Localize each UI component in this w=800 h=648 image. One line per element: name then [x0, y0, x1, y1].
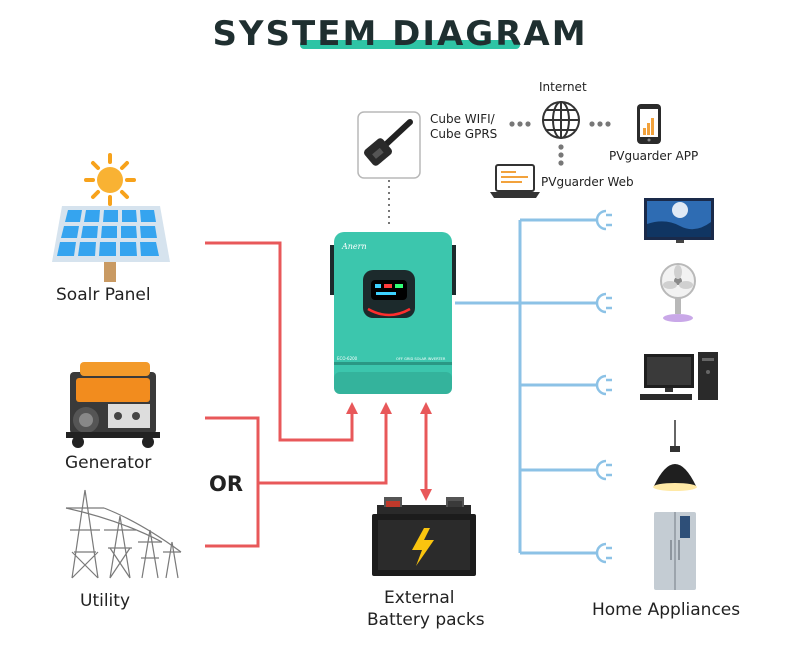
cube-label-line1: Cube WIFI/ [430, 112, 495, 126]
plug-icon [595, 542, 612, 564]
inverter-tagline: OFF GRID SOLAR INVERTER [396, 357, 446, 361]
battery-arrowhead-down [420, 489, 432, 501]
grid-wire [258, 412, 388, 485]
plug-icon [595, 209, 612, 231]
solar-panel-icon [52, 206, 170, 282]
battery-arrowhead-up [420, 402, 432, 414]
generator-label: Generator [65, 453, 152, 473]
cube-wifi-device [357, 111, 421, 179]
plug-icon [595, 459, 612, 481]
fan-icon [660, 263, 696, 322]
internet-label: Internet [539, 80, 587, 94]
inverter-unit: Anern ECO-6200 OFF GRID SOLAR INVERTER [330, 232, 456, 394]
title-underline [300, 40, 520, 49]
plug-icon [595, 292, 612, 314]
utility-label: Utility [80, 591, 131, 611]
smartphone-icon [637, 104, 661, 144]
solar-wire [205, 241, 354, 442]
internet-globe-icon [542, 101, 580, 139]
page-title: SYSTEM DIAGRAM [212, 14, 588, 54]
input-arrowheads [346, 402, 432, 501]
sun-icon [84, 153, 136, 206]
tv-icon [644, 198, 714, 243]
pvguarder-web-label: PVguarder Web [541, 175, 634, 189]
utility-towers-icon [65, 489, 182, 579]
plugs [595, 209, 612, 564]
solar-panel-label: Soalr Panel [56, 285, 151, 305]
plug-icon [595, 374, 612, 396]
refrigerator-icon [654, 512, 696, 590]
solar-arrowhead [346, 402, 358, 414]
or-label: OR [209, 472, 244, 496]
home-appliances-label: Home Appliances [592, 600, 741, 620]
output-wires [455, 218, 598, 555]
inverter-model: ECO-6200 [337, 356, 358, 361]
computer-icon [640, 352, 718, 400]
generator-icon [66, 362, 160, 448]
battery-icon [372, 497, 476, 576]
grid-arrowhead [380, 402, 392, 414]
comm-dots [509, 121, 611, 166]
battery-label-line1: External [384, 588, 455, 608]
input-wires [205, 241, 428, 548]
pvguarder-app-label: PVguarder APP [609, 149, 699, 163]
battery-label-line2: Battery packs [367, 610, 485, 630]
laptop-icon [490, 164, 540, 198]
cube-label-line2: Cube GPRS [430, 127, 498, 141]
inverter-brand: Anern [341, 242, 367, 251]
pendant-lamp-icon [653, 420, 697, 491]
